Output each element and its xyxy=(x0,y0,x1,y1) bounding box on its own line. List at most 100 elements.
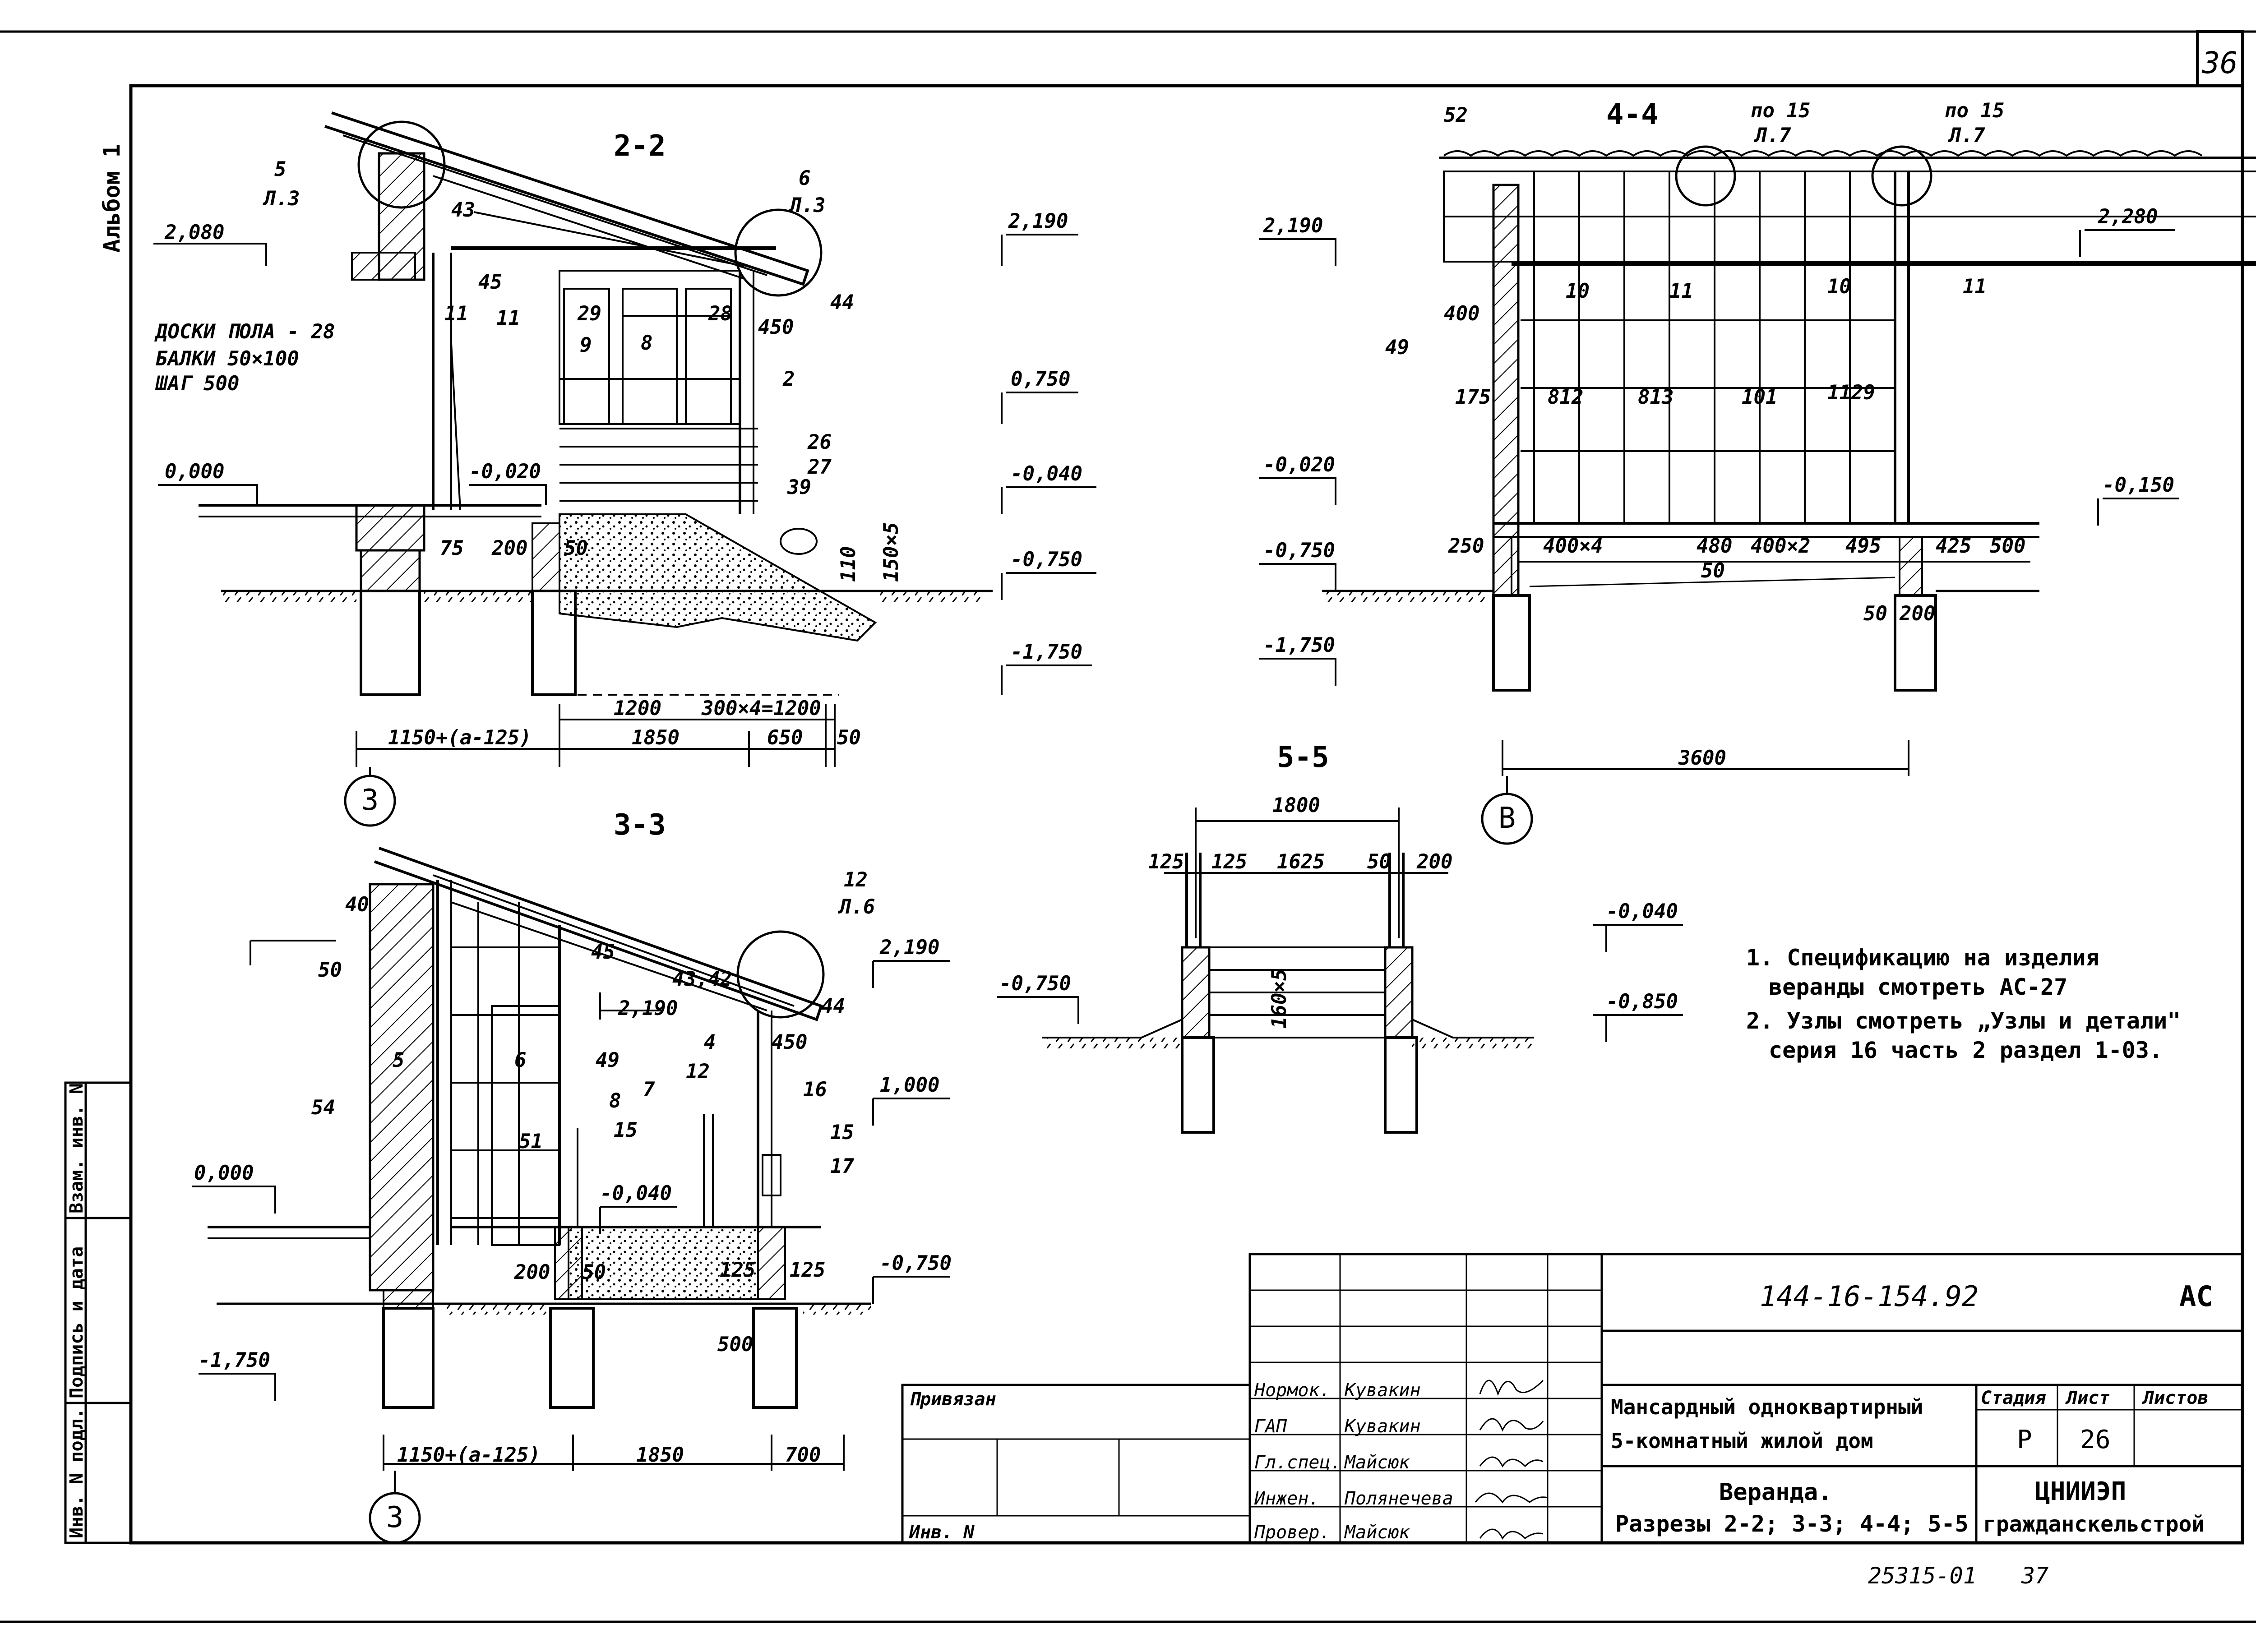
level-m0040: -0,040 xyxy=(1011,462,1082,485)
dim-480: 480 xyxy=(1697,535,1732,558)
sheet-number: 26 xyxy=(2080,1425,2110,1454)
label-5: 5 xyxy=(274,158,287,181)
label-29: 29 xyxy=(577,302,601,325)
dim-1850: 1850 xyxy=(632,726,680,749)
section-2-2-labels: 2-2 5 Л.3 6 Л.3 43 45 44 11 11 29 9 8 28… xyxy=(154,129,903,817)
label-4: 4 xyxy=(704,1031,716,1054)
level-m1750: -1,750 xyxy=(1011,641,1082,664)
level-2190-44: 2,190 xyxy=(1263,214,1323,237)
label-11a-44: 11 xyxy=(1669,280,1693,303)
label-125b: 125 xyxy=(790,1259,825,1282)
footer-page: 37 xyxy=(2021,1563,2048,1589)
name-normok: Кувакин xyxy=(1344,1380,1421,1401)
label-2: 2 xyxy=(782,368,795,391)
label-200: 200 xyxy=(491,537,527,560)
label-45-33: 45 xyxy=(591,941,615,964)
label-l7b: Л.7 xyxy=(1948,124,1985,147)
label-813: 813 xyxy=(1638,386,1674,409)
role-glspec: Гл.спец. xyxy=(1254,1452,1341,1473)
dim-1625: 1625 xyxy=(1277,850,1325,873)
label-l7a: Л.7 xyxy=(1754,124,1791,147)
footer: 25315-01 37 xyxy=(1868,1563,2048,1589)
label-50b-33: 50 xyxy=(582,1261,606,1284)
dim-300x4: 300×4=1200 xyxy=(701,697,821,720)
dim-50b: 50 xyxy=(1863,602,1887,625)
general-notes: 1. Спецификацию на изделия веранды смотр… xyxy=(1746,945,2181,1063)
dim-1800: 1800 xyxy=(1272,794,1320,817)
level-m0020-44: -0,020 xyxy=(1263,453,1335,476)
level-markers-3-3 xyxy=(192,940,950,1401)
label-150x5: 150×5 xyxy=(880,522,903,582)
role-normok: Нормок. xyxy=(1254,1380,1331,1401)
section-3-3 xyxy=(208,847,871,1544)
role-inzhen: Инжен. xyxy=(1254,1488,1320,1509)
dim-50-55: 50 xyxy=(1367,850,1391,873)
section-5-5-labels: 5-5 1800 125 125 1625 50 200 160×5 xyxy=(1148,741,1452,1029)
level-labels-5-5: -0,040 -0,750 -0,850 xyxy=(999,900,1678,1013)
label-49: 49 xyxy=(1385,336,1409,359)
dim-425: 425 xyxy=(1936,535,1971,558)
role-prover: Провер. xyxy=(1254,1522,1331,1543)
label-11b: 11 xyxy=(496,307,520,330)
dim-1850-33: 1850 xyxy=(636,1444,684,1467)
note-line-1: 1. Спецификацию на изделия xyxy=(1746,945,2099,971)
label-400: 400 xyxy=(1444,302,1479,325)
signature-marks xyxy=(1475,1380,1548,1540)
level-2080: 2,080 xyxy=(164,221,224,244)
level-markers-2-2 xyxy=(153,234,1096,695)
album-label: Альбом 1 xyxy=(99,144,125,253)
label-43-42: 43,42 xyxy=(672,968,732,991)
detail-circle-po15b xyxy=(1871,145,1932,207)
section-title-2-2: 2-2 xyxy=(614,129,666,163)
dim-700: 700 xyxy=(785,1444,821,1467)
label-40: 40 xyxy=(345,893,369,916)
label-15b: 15 xyxy=(830,1121,854,1144)
level-m0750: -0,750 xyxy=(1011,548,1082,571)
level-m0040-55: -0,040 xyxy=(1606,900,1678,923)
level-m0150-44: -0,150 xyxy=(2103,474,2174,497)
sheet-title-2: Разрезы 2-2; 3-3; 4-4; 5-5 xyxy=(1615,1511,1969,1537)
level-m1750-33: -1,750 xyxy=(199,1349,270,1372)
label-54: 54 xyxy=(311,1096,335,1119)
level-m0750-55: -0,750 xyxy=(999,972,1071,995)
sheet-header: Лист xyxy=(2065,1388,2110,1408)
org-line-1: ЦНИИЭП xyxy=(2035,1477,2126,1506)
label-250: 250 xyxy=(1448,535,1484,558)
project-line-1: Мансардный одноквартирный xyxy=(1611,1395,1923,1419)
label-7: 7 xyxy=(643,1078,655,1101)
label-44-33: 44 xyxy=(821,995,845,1018)
label-450: 450 xyxy=(758,316,794,339)
detail-circle-6 xyxy=(734,208,823,297)
label-110: 110 xyxy=(837,546,860,582)
level-2190-33a: 2,190 xyxy=(879,936,939,959)
level-m1750-44: -1,750 xyxy=(1263,634,1335,657)
section-3-3-labels: 3-3 40 50 12 Л.6 45 43,42 44 5 6 49 54 5… xyxy=(311,808,875,1534)
section-4-4-labels: 4-4 52 по 15 Л.7 по 15 Л.7 400 49 175 10… xyxy=(1385,98,2025,835)
label-l6: Л.6 xyxy=(838,895,875,918)
sheet-title-1: Веранда. xyxy=(1719,1479,1832,1506)
dim-50: 50 xyxy=(837,726,861,749)
name-glspec: Майсюк xyxy=(1344,1452,1410,1473)
note-line-2: веранды смотреть АС-27 xyxy=(1769,974,2067,1000)
label-75: 75 xyxy=(440,537,464,560)
floor-note-3: ШАГ 500 xyxy=(155,372,239,395)
label-26: 26 xyxy=(807,431,832,454)
dim-500: 500 xyxy=(1990,535,2025,558)
label-6-33: 6 xyxy=(514,1049,527,1072)
dim-200-55: 200 xyxy=(1416,850,1452,873)
label-15a: 15 xyxy=(614,1119,638,1142)
section-4-4 xyxy=(1322,145,2256,845)
detail-circle-12 xyxy=(736,930,825,1019)
label-10b: 10 xyxy=(1827,275,1851,298)
label-50-33: 50 xyxy=(318,959,342,982)
level-0750: 0,750 xyxy=(1011,368,1070,391)
label-28: 28 xyxy=(708,302,732,325)
stage-header: Стадия xyxy=(1981,1388,2046,1408)
side-stamp-signature: Подпись и дата xyxy=(66,1246,87,1398)
level-m0040-33: -0,040 xyxy=(600,1182,672,1205)
sheets-header: Листов xyxy=(2142,1388,2209,1408)
dim-50a: 50 xyxy=(1701,559,1725,582)
dim-495: 495 xyxy=(1845,535,1881,558)
dim-1150: 1150+(а-125) xyxy=(388,726,532,749)
